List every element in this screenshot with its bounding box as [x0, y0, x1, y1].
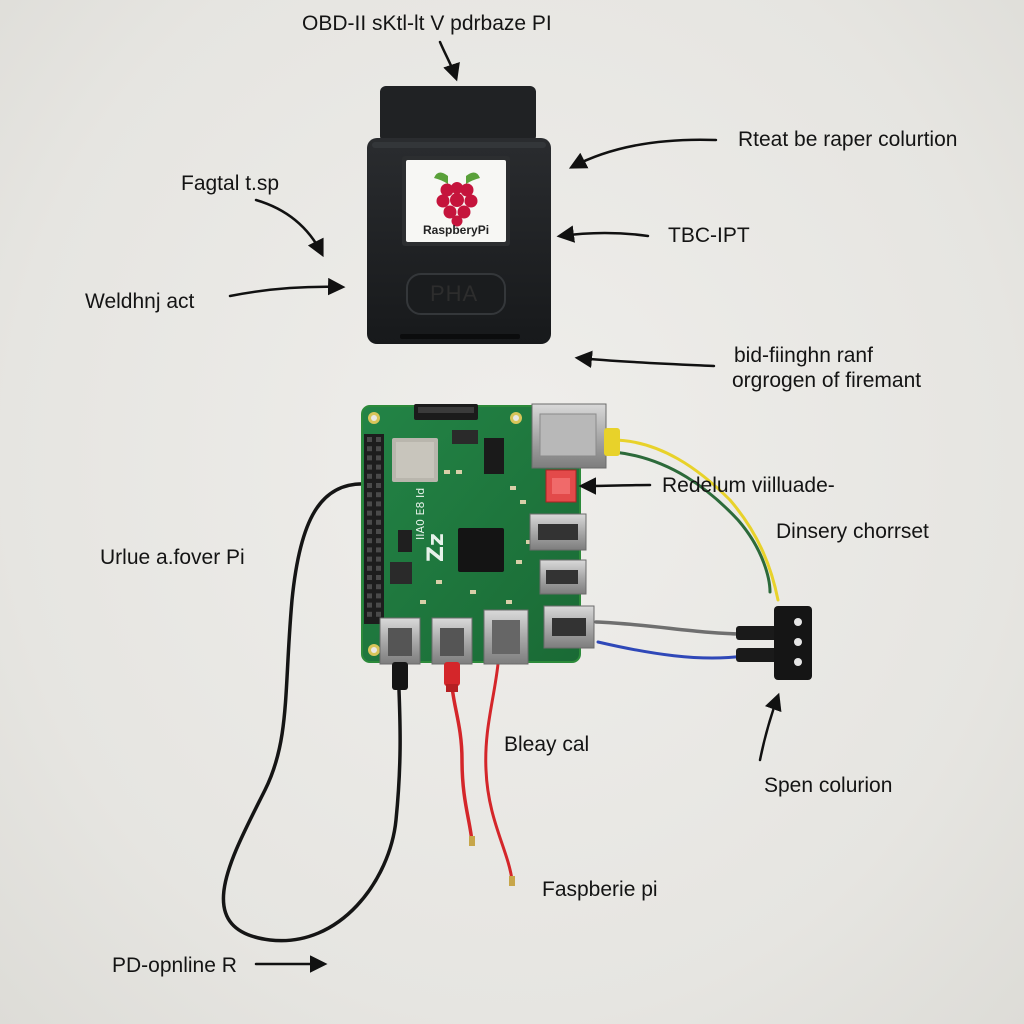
- gpio-pin: [376, 437, 381, 442]
- arrow-tbc: [556, 225, 650, 243]
- annotation-arrows: [228, 40, 782, 973]
- raspberry-logo-icon: [434, 172, 480, 227]
- label-urlue: Urlue a.fover Pi: [100, 546, 245, 569]
- arrow-weldhnj: [228, 277, 346, 298]
- gpio-pin: [367, 538, 372, 544]
- gpio-pin: [367, 529, 372, 534]
- gpio-pin: [367, 473, 372, 479]
- gpio-pin: [376, 473, 381, 479]
- gpio-pin: [367, 593, 372, 599]
- red-wire-tip-2: [509, 876, 515, 886]
- small-chip: [484, 438, 504, 474]
- gpio-pins: [367, 437, 381, 617]
- usb-ports-bottom: [379, 609, 529, 665]
- gpio-pin: [367, 510, 372, 516]
- gpio-pin: [376, 575, 381, 580]
- gpio-pin: [376, 593, 381, 599]
- red-plug: [444, 662, 460, 686]
- label-rteat: Rteat be raper colurtion: [738, 128, 958, 151]
- gpio-pin: [367, 611, 372, 617]
- raspberry-pi-board: [361, 403, 620, 692]
- label-faspberie: Faspberie pi: [542, 878, 658, 901]
- obd-dongle: [367, 86, 551, 344]
- black-loop-cable: [221, 482, 402, 943]
- gpio-pin: [376, 556, 381, 562]
- grey-cable: [594, 620, 746, 636]
- gpio-pin: [376, 565, 381, 571]
- gpio-pin: [376, 611, 381, 617]
- arrow-redelum: [578, 477, 652, 495]
- red-wire-tip: [469, 836, 475, 846]
- board-silkscreen-big: Zz: [424, 533, 449, 562]
- label-dinsery: Dinsery chorrset: [776, 520, 929, 543]
- arrow-title: [438, 40, 460, 82]
- gpio-pin: [376, 483, 381, 488]
- green-cable: [612, 450, 772, 594]
- terminal-block: [736, 606, 812, 680]
- board-silkscreen-small: IIA0 E8 Id: [414, 487, 427, 540]
- gpio-pin: [376, 584, 381, 590]
- gpio-pin: [367, 492, 372, 498]
- usb-ports-right: [529, 513, 595, 649]
- obd-body-highlight: [372, 142, 546, 148]
- ethernet-port: [531, 403, 620, 469]
- label-bid: bid-fiinghn ranf: [734, 344, 873, 367]
- soc-chip: [458, 528, 504, 572]
- gpio-pin: [376, 455, 381, 461]
- label-tbc: TBC-IPT: [668, 224, 750, 247]
- obd-connector-top: [380, 86, 536, 142]
- gpio-pin: [376, 510, 381, 516]
- dongle-logo-text: RaspberyPi: [423, 223, 490, 237]
- red-cable-right: [484, 662, 514, 882]
- label-pdopnline: PD-opnline R: [112, 954, 237, 977]
- gpio-pin: [367, 519, 372, 525]
- title-label: OBD-II sKtl-lt V pdrbaze PI: [302, 12, 552, 35]
- gpio-pin: [367, 556, 372, 562]
- label-fagtal: Fagtal t.sp: [181, 172, 280, 195]
- label-redelum: Redelum viilluade-: [662, 474, 835, 497]
- label-bleay: Bleay cal: [504, 733, 590, 756]
- arrow-rteat: [568, 138, 718, 169]
- label-spen: Spen colurion: [764, 774, 893, 797]
- yellow-cable: [610, 438, 780, 602]
- cables: [221, 438, 780, 943]
- gpio-pin: [367, 575, 372, 580]
- gpio-pin: [367, 501, 372, 507]
- label-orgrogen: orgrogen of firemant: [732, 369, 922, 392]
- gpio-pin: [367, 464, 372, 470]
- gpio-pin: [376, 519, 381, 525]
- obd-bottom-slot: [400, 334, 520, 339]
- gpio-pin: [376, 529, 381, 534]
- arrow-spen: [758, 692, 782, 762]
- gpio-pin: [376, 547, 381, 553]
- gpio-pin: [376, 492, 381, 498]
- gpio-pin: [376, 446, 381, 452]
- label-weldhnj: Weldhnj act: [85, 290, 195, 313]
- red-cable-left: [450, 670, 474, 844]
- gpio-pin: [376, 501, 381, 507]
- gpio-pin: [367, 584, 372, 590]
- black-plug: [392, 662, 408, 690]
- gpio-pin: [367, 446, 372, 452]
- smd-components: [420, 470, 532, 604]
- arrow-fagtal: [254, 198, 324, 258]
- gpio-pin: [367, 547, 372, 553]
- gpio-pin: [367, 565, 372, 571]
- gpio-pin: [367, 455, 372, 461]
- gpio-pin: [367, 483, 372, 488]
- gpio-pin: [367, 602, 372, 608]
- gpio-pin: [376, 602, 381, 608]
- gpio-pin: [367, 437, 372, 442]
- gpio-pin: [376, 538, 381, 544]
- obd-emboss-plate: [406, 273, 506, 315]
- gpio-pin: [376, 464, 381, 470]
- blue-cable: [596, 640, 746, 660]
- dongle-emboss-text: PHA: [430, 281, 479, 306]
- arrow-bid: [574, 350, 716, 369]
